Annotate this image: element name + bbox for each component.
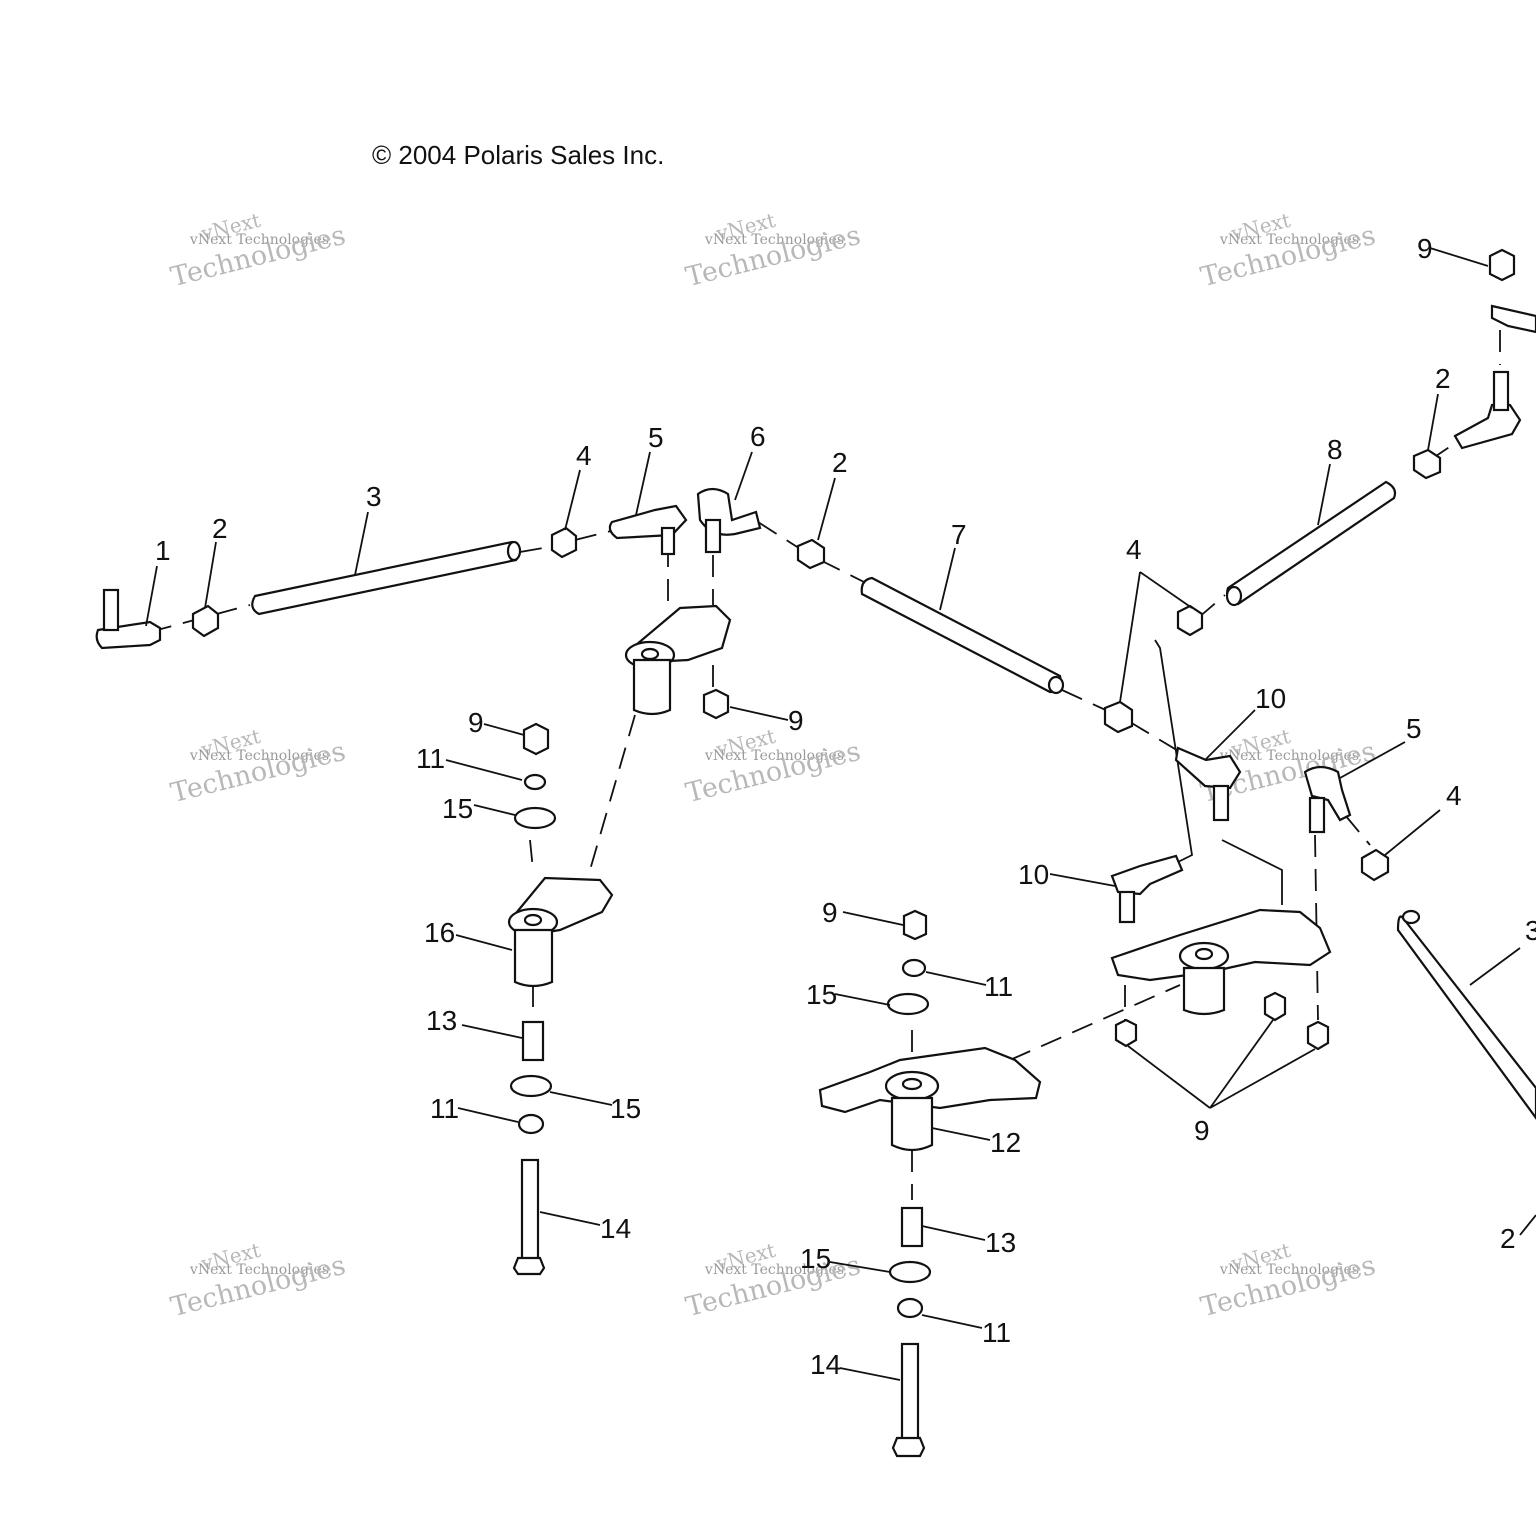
callout-10: 10 <box>1255 683 1286 714</box>
callout-2: 2 <box>1435 363 1451 394</box>
callout-14: 14 <box>600 1213 631 1244</box>
tie-rod-8 <box>1225 480 1397 607</box>
callout-13: 13 <box>426 1005 457 1036</box>
callout-15: 15 <box>806 979 837 1010</box>
callout-9: 9 <box>1417 233 1433 264</box>
assembly-lines <box>149 330 1501 1200</box>
callout-11: 11 <box>982 1317 1011 1348</box>
center-bracket-12 <box>818 1046 1042 1152</box>
copyright-notice: © 2004 Polaris Sales Inc. <box>372 140 665 170</box>
steering-arm-upper-left <box>624 604 732 716</box>
steering-arm-lower-right <box>1110 908 1332 1016</box>
callout-15: 15 <box>442 793 473 824</box>
tie-rod-3-left <box>251 540 522 616</box>
callout-2: 2 <box>832 447 848 478</box>
callout-6: 6 <box>750 421 766 452</box>
callout-2: 2 <box>212 513 228 544</box>
callouts: 1 2 3 4 5 6 2 7 4 8 2 9 9 11 15 9 16 13 … <box>155 233 1536 1380</box>
tie-rod-ends <box>95 304 1536 924</box>
callout-9: 9 <box>468 707 484 738</box>
callout-13: 13 <box>985 1227 1016 1258</box>
callout-4: 4 <box>1446 780 1462 811</box>
callout-7: 7 <box>951 519 967 550</box>
callout-15: 15 <box>800 1243 831 1274</box>
callout-11: 11 <box>416 743 445 774</box>
callout-9: 9 <box>822 897 838 928</box>
callout-9: 9 <box>1194 1115 1210 1146</box>
tie-rod-3-right <box>1396 909 1536 1120</box>
callout-16: 16 <box>424 917 455 948</box>
callout-14: 14 <box>810 1349 841 1380</box>
leader-lines <box>145 247 1536 1381</box>
callout-8: 8 <box>1327 434 1343 465</box>
callout-15: 15 <box>610 1093 641 1124</box>
tie-rod-7 <box>860 576 1065 695</box>
callout-5: 5 <box>1406 713 1422 744</box>
callout-1: 1 <box>155 535 171 566</box>
callout-4: 4 <box>576 440 592 471</box>
callout-12: 12 <box>990 1127 1021 1158</box>
callout-11: 11 <box>984 971 1013 1002</box>
callout-3: 3 <box>366 481 382 512</box>
callout-11: 11 <box>430 1093 459 1124</box>
callout-4: 4 <box>1126 534 1142 565</box>
washers-bushings <box>509 773 932 1319</box>
steering-arm-16 <box>507 876 614 988</box>
bolts <box>512 1158 926 1458</box>
callout-9: 9 <box>788 705 804 736</box>
callout-3: 3 <box>1525 915 1536 946</box>
callout-10: 10 <box>1018 859 1049 890</box>
callout-2: 2 <box>1500 1223 1516 1254</box>
callout-5: 5 <box>648 422 664 453</box>
